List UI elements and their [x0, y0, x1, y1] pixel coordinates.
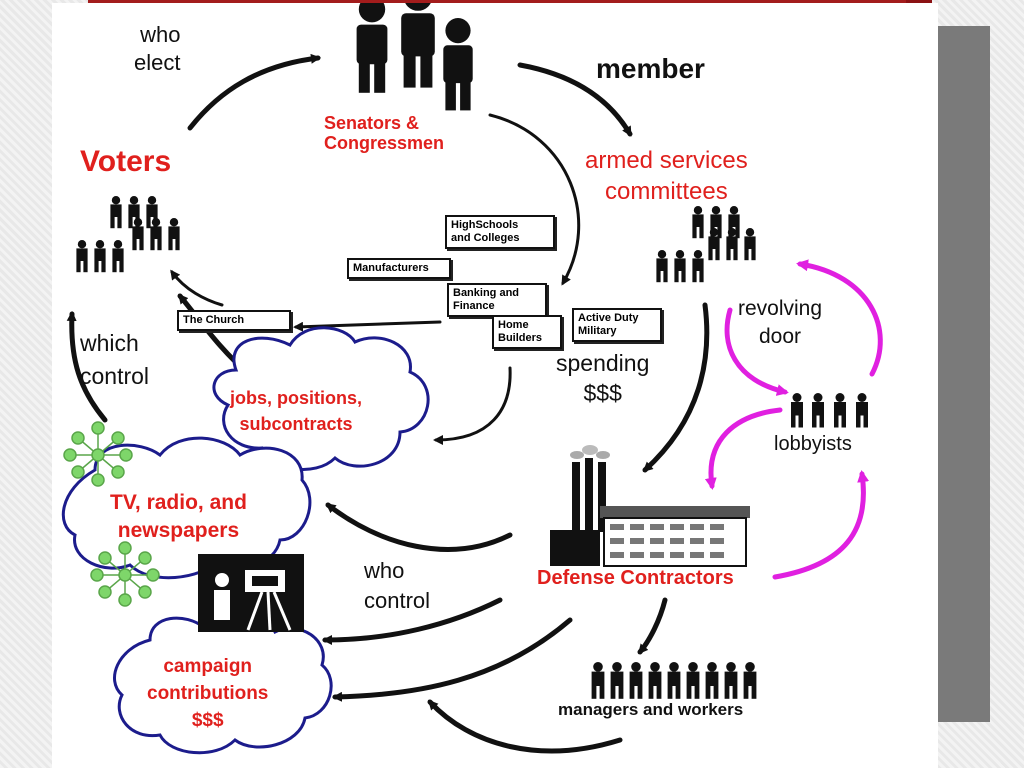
box-highschools: HighSchools and Colleges [445, 215, 555, 249]
box-church: The Church [177, 310, 291, 331]
committees-crowd-icon [656, 206, 756, 283]
arrow-contractors-to-workers [637, 597, 668, 655]
arrow-lobbyists-to-contractors [704, 407, 783, 490]
arrow-committees-to-lobbyists [724, 307, 789, 396]
arrow-spending-to-church [293, 320, 442, 332]
senators-icon [356, 3, 473, 111]
arrow-contractors-to-media [325, 502, 513, 552]
defense-contractors-label: Defense Contractors [537, 567, 734, 589]
spending-label: spending $$$ [556, 350, 650, 406]
camera-icon [198, 554, 304, 632]
military-industrial-complex-diagram: HighSchools and Colleges Manufacturers B… [52, 3, 938, 768]
managers-workers-label: managers and workers [558, 700, 744, 719]
box-active-duty: Active Duty Military [572, 308, 662, 342]
arrow-contractors-to-lobbyists [772, 470, 870, 580]
arrow-voters-to-senators [187, 53, 321, 131]
diagram-graphics [61, 3, 883, 755]
arrow-church-to-voters [170, 269, 224, 307]
lobbyists-crowd-icon [791, 393, 868, 428]
arrow-spending-to-jobs [433, 366, 512, 445]
box-banking: Banking and Finance [447, 283, 547, 317]
arrow-lobbyists-to-committees [796, 259, 883, 377]
who-control-label: who control [364, 558, 431, 613]
factory-icon [550, 445, 750, 567]
jobs-label: jobs, positions, subcontracts [230, 388, 363, 434]
which-control-label: which control [80, 330, 150, 389]
arrow-media-to-voters [66, 311, 108, 423]
arrow-committees-to-contractors [642, 302, 710, 473]
arrow-senators-to-spending [488, 113, 581, 286]
arrow-contractors-to-campaign [322, 597, 503, 645]
member-label: member [596, 53, 705, 84]
lobbyists-label: lobbyists [774, 433, 852, 455]
voters-label: Voters [80, 145, 172, 178]
network-icon-top [63, 421, 133, 487]
arrow-senators-to-committees [517, 62, 633, 137]
senators-label: Senators & Congressmen [324, 113, 445, 153]
box-manufacturers: Manufacturers [347, 258, 451, 279]
voters-crowd-icon [76, 196, 180, 273]
box-home-builders: Home Builders [492, 315, 562, 349]
side-gray-bar [938, 26, 990, 722]
campaign-label: campaign contributions $$$ [147, 656, 269, 731]
arrow-workers-to-campaign [427, 699, 623, 754]
who-elect-label: who elect [134, 22, 181, 75]
arrow-contractors-to-campaign-2 [332, 617, 573, 702]
jobs-cloud [212, 326, 430, 471]
top-accent-line [88, 0, 908, 3]
revolving-door-label: revolving door [738, 297, 823, 348]
armed-services-label: armed services committees [585, 147, 748, 205]
network-icon-bottom [90, 541, 160, 607]
media-label: TV, radio, and newspapers [110, 491, 247, 542]
workers-crowd-icon [591, 662, 757, 699]
